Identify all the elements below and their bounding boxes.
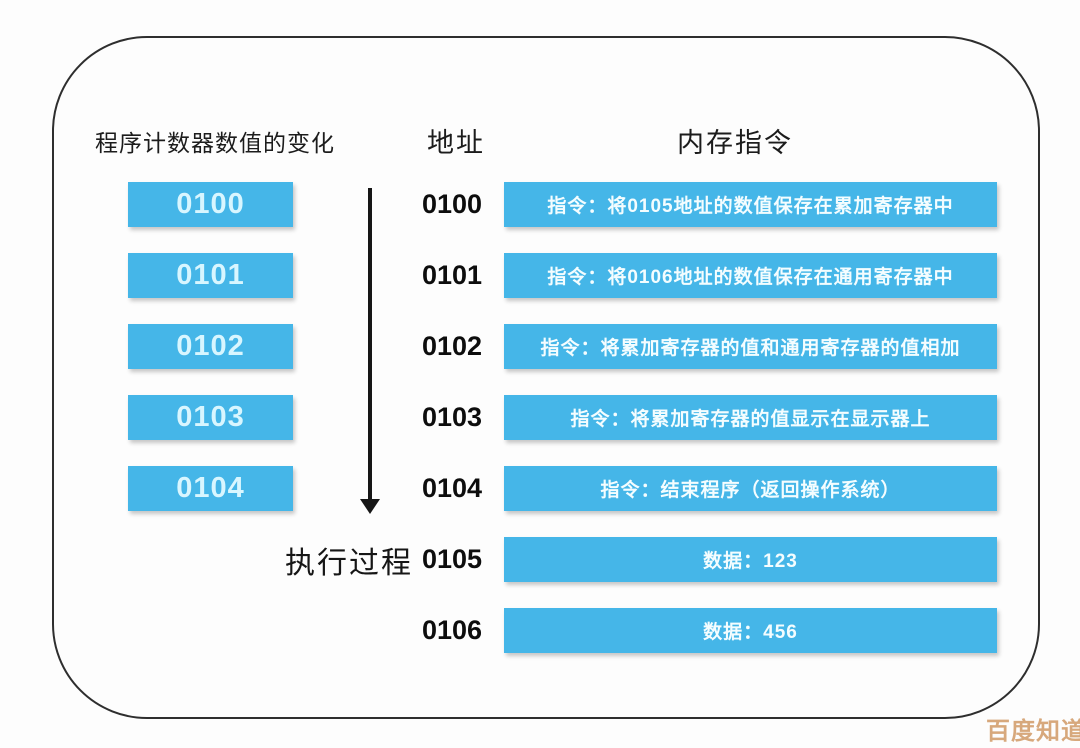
memory-cell: 指令：将0106地址的数值保存在通用寄存器中 — [504, 253, 997, 298]
memory-cell: 数据：123 — [504, 537, 997, 582]
address-label: 0105 — [422, 544, 483, 574]
pc-value-box: 0102 — [128, 324, 293, 369]
execution-process-label: 执行过程 — [285, 547, 413, 580]
memory-cell: 数据：456 — [504, 608, 997, 653]
address-label: 0102 — [422, 331, 483, 361]
execution-arrow-line — [368, 188, 372, 501]
address-label: 0104 — [422, 473, 483, 503]
execution-arrow-head-icon — [360, 499, 380, 514]
rounded-frame — [52, 36, 1040, 719]
memory-cell: 指令：将累加寄存器的值和通用寄存器的值相加 — [504, 324, 997, 369]
memory-cell: 指令：结束程序（返回操作系统） — [504, 466, 997, 511]
address-label: 0103 — [422, 402, 483, 432]
address-label: 0101 — [422, 260, 483, 290]
address-label: 0106 — [422, 615, 483, 645]
pc-value-box: 0101 — [128, 253, 293, 298]
watermark: 百度知道 — [986, 718, 1080, 745]
memory-cell: 指令：将累加寄存器的值显示在显示器上 — [504, 395, 997, 440]
pc-value-box: 0103 — [128, 395, 293, 440]
address-column-title: 地址 — [427, 128, 485, 158]
pc-value-box: 0104 — [128, 466, 293, 511]
pc-value-box: 0100 — [128, 182, 293, 227]
memory-cell: 指令：将0105地址的数值保存在累加寄存器中 — [504, 182, 997, 227]
program-counter-column-title: 程序计数器数值的变化 — [95, 130, 335, 156]
instruction-column-title: 内存指令 — [677, 128, 793, 158]
address-label: 0100 — [422, 189, 483, 219]
